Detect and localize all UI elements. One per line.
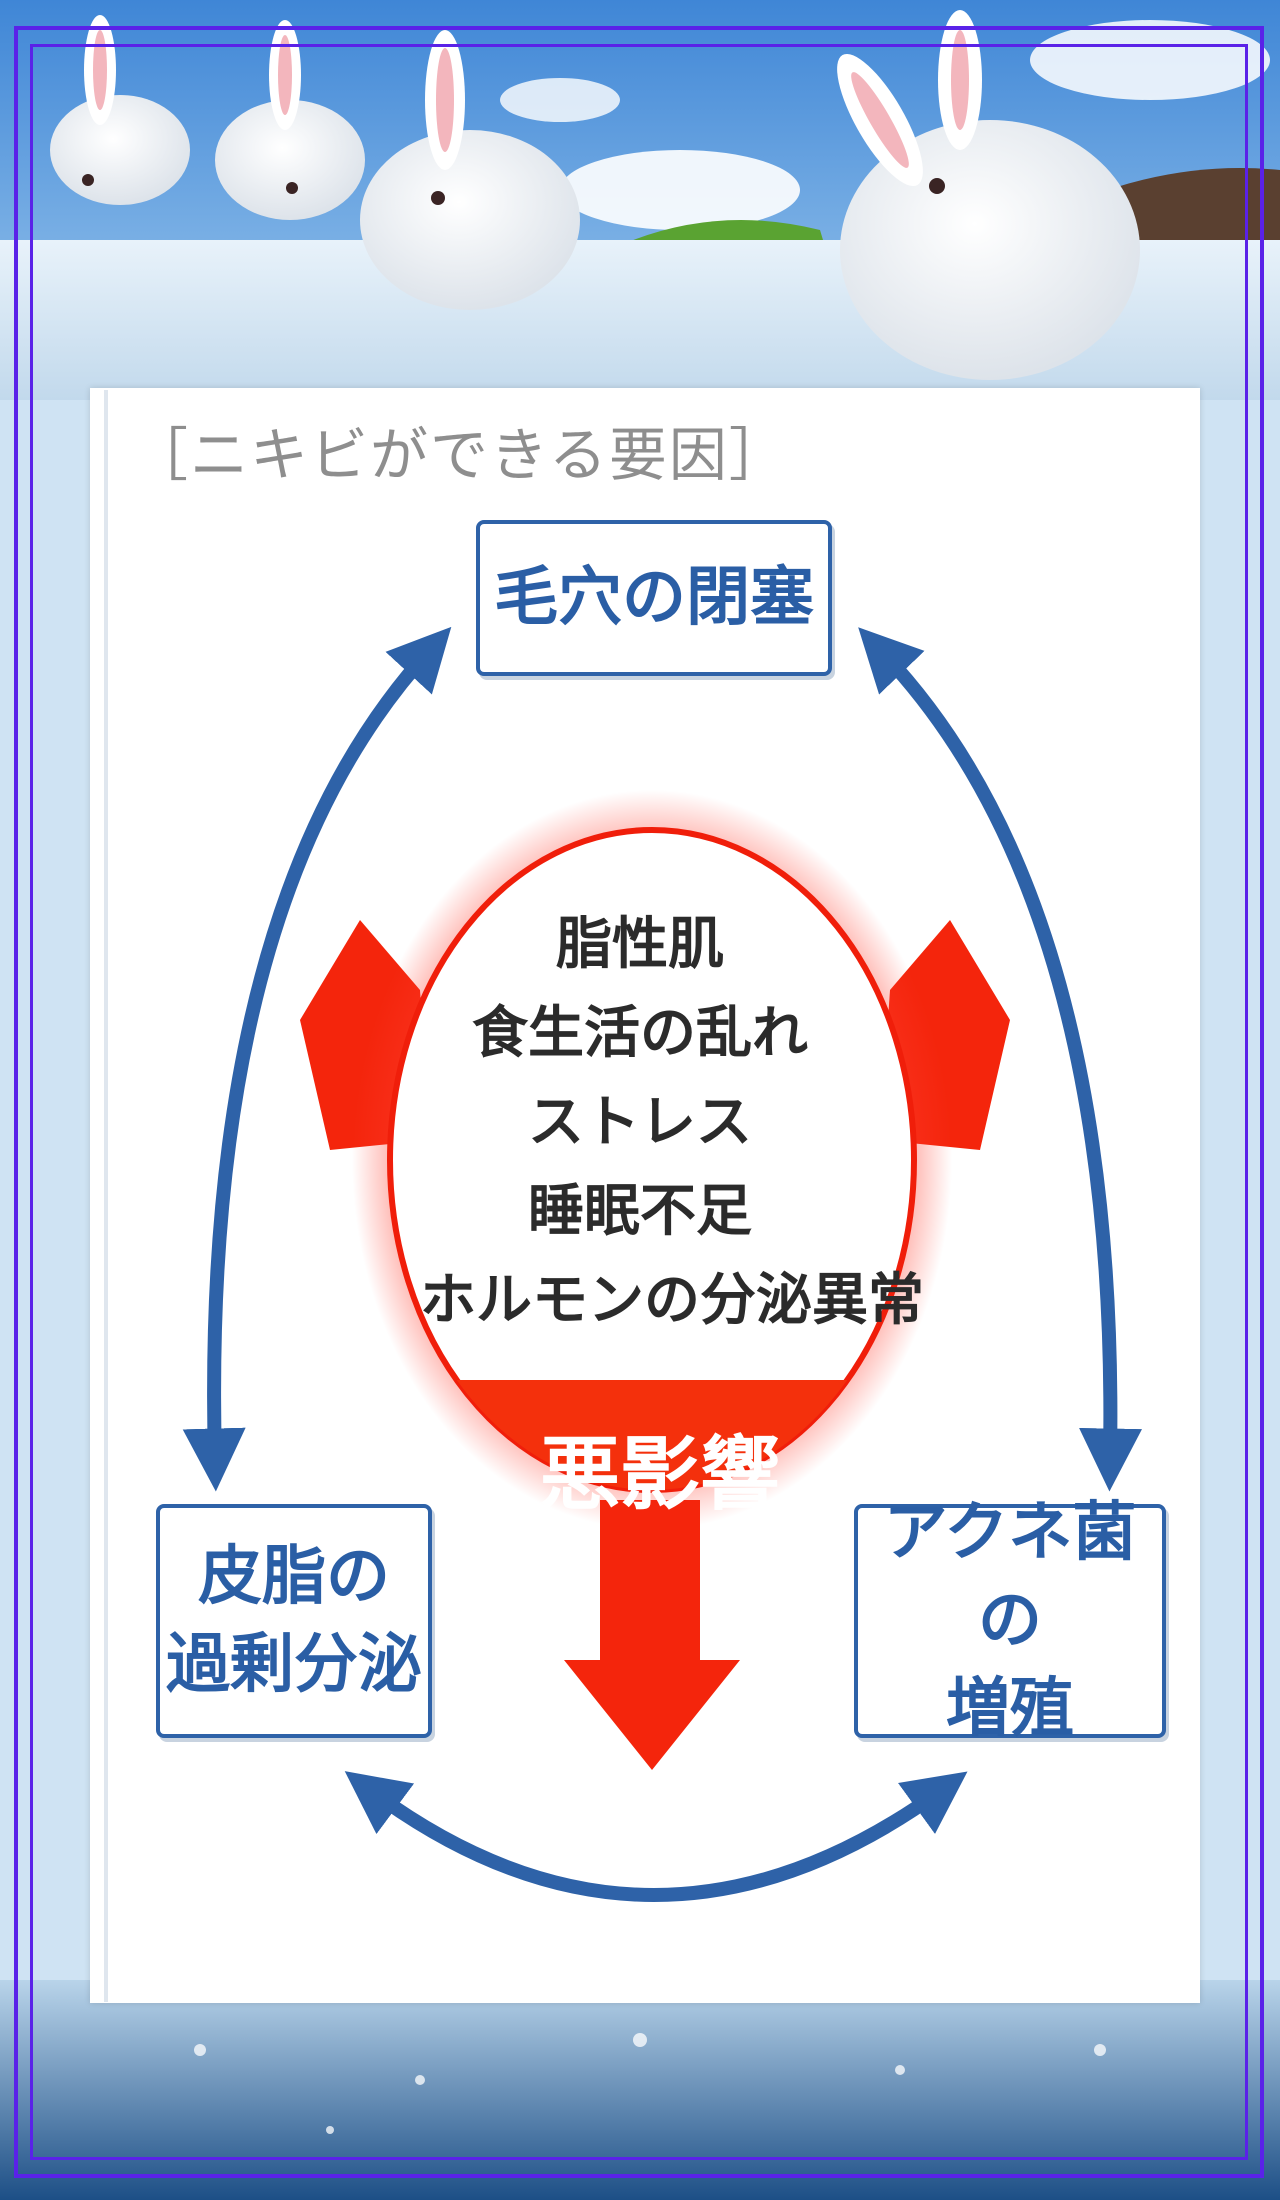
box-right-line1: アクネ菌の [883,1496,1137,1658]
cycle-arrow-right [858,627,1143,1492]
center-result-label: 悪影響 [540,1428,780,1521]
factor-item: 脂性肌 [556,912,724,977]
cycle-box-sebum-overproduction: 皮脂の 過剰分泌 [156,1504,432,1738]
box-top-line1: 毛穴の閉塞 [494,561,814,635]
box-left-line2: 過剰分泌 [166,1628,422,1702]
panel-edge [104,390,108,2002]
factor-item: ストレス [528,1090,752,1155]
box-right-line2: 増殖 [946,1672,1074,1746]
factor-item: 睡眠不足 [528,1179,752,1244]
box-left-line1: 皮脂の [198,1540,390,1614]
diagram-caption: ［ニキビができる要因］ [130,421,789,489]
factor-item: 食生活の乱れ [472,1001,808,1066]
cycle-box-pore-blockage: 毛穴の閉塞 [476,520,832,676]
factor-item: ホルモンの分泌異常 [420,1268,924,1333]
center-factor-list: 脂性肌 食生活の乱れ ストレス 睡眠不足 ホルモンの分泌異常 [420,900,924,1345]
cycle-arrow-bottom [344,1771,968,1902]
cycle-arrow-left [182,626,452,1492]
cycle-box-acne-bacteria-growth: アクネ菌の 増殖 [854,1496,1166,1746]
red-arrow-down [564,1500,740,1770]
rabbit-image [50,10,1140,380]
